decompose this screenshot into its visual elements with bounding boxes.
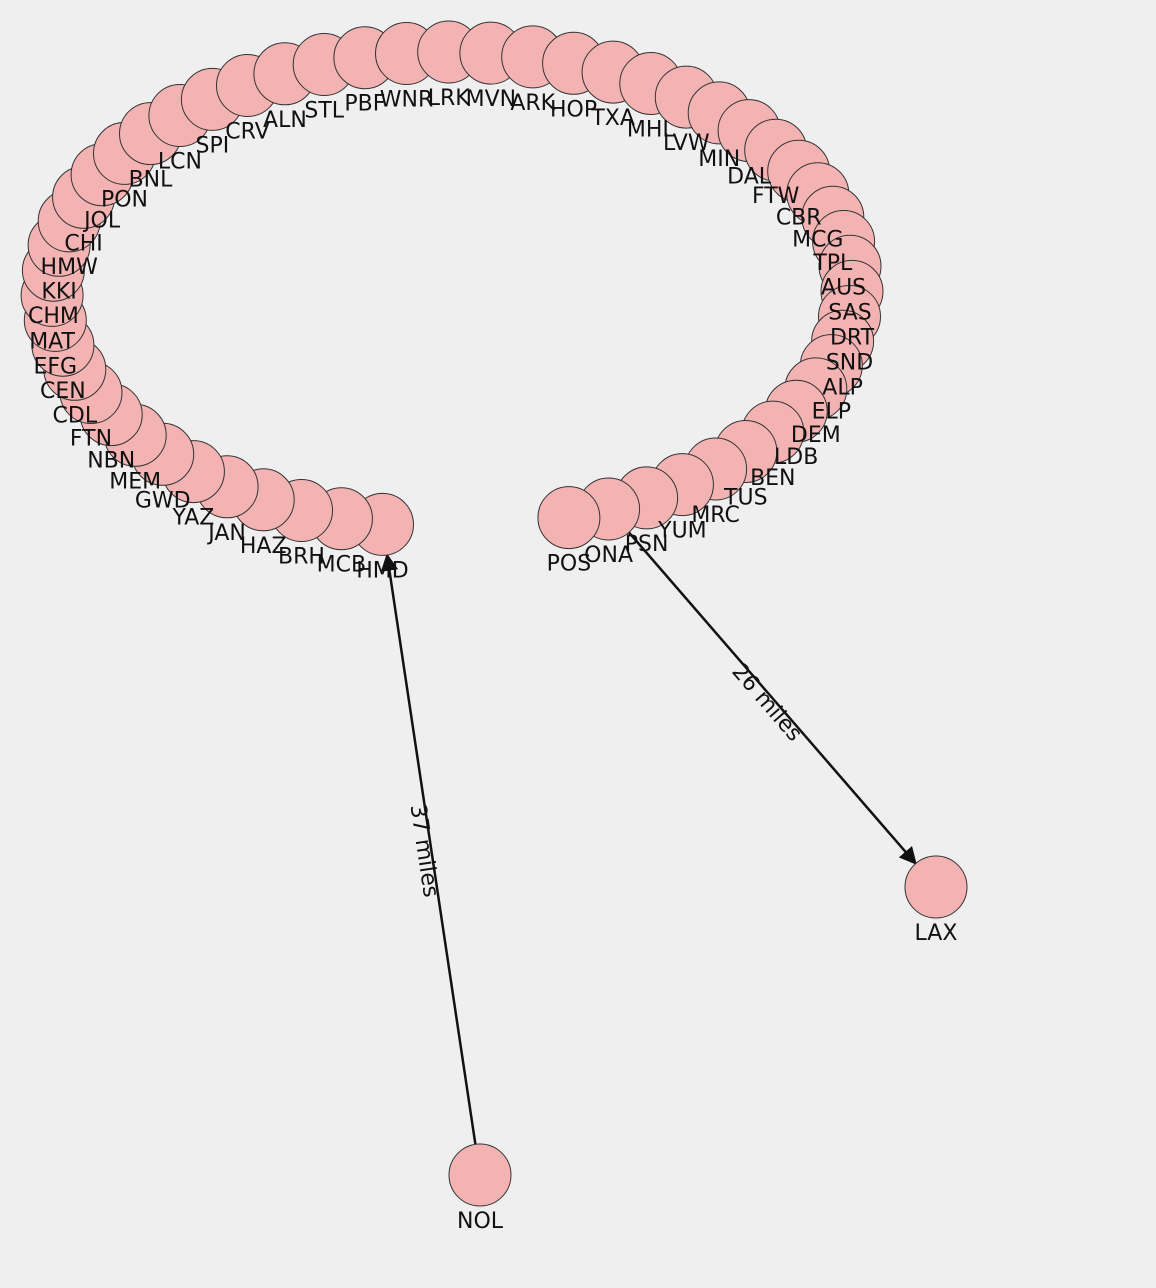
nodes-layer bbox=[20, 20, 968, 1207]
edge-nol-hmd[interactable] bbox=[380, 553, 477, 1145]
node-label-hmw: HMW bbox=[41, 255, 99, 280]
node-label-ftn: FTN bbox=[70, 427, 112, 452]
node-label-haz: HAZ bbox=[240, 534, 287, 559]
node-label-stl: STL bbox=[304, 99, 344, 124]
node-label-crv: CRV bbox=[225, 120, 270, 145]
node-label-chm: CHM bbox=[28, 304, 79, 329]
node-label-ben: BEN bbox=[750, 466, 795, 491]
node-label-psn: PSN bbox=[625, 532, 669, 557]
node-label-aln: ALN bbox=[263, 108, 307, 133]
node-label-mvn: MVN bbox=[466, 87, 517, 112]
node-label-nol: NOL bbox=[457, 1209, 504, 1234]
node-label-tus: TUS bbox=[723, 486, 768, 511]
node-label-mhl: MHL bbox=[627, 118, 676, 143]
node-label-tpl: TPL bbox=[812, 251, 853, 276]
edge-label-nol-hmd: 37 miles bbox=[405, 803, 444, 899]
node-label-kki: KKI bbox=[41, 279, 76, 304]
node-label-min: MIN bbox=[698, 147, 740, 172]
node-label-elp: ELP bbox=[812, 400, 851, 425]
node-label-hop: HOP bbox=[550, 97, 597, 122]
node-nol[interactable] bbox=[448, 1143, 512, 1207]
node-label-aus: AUS bbox=[821, 276, 866, 301]
node-lax[interactable] bbox=[904, 855, 968, 919]
node-label-spi: SPI bbox=[196, 133, 230, 158]
node-label-cbr: CBR bbox=[776, 205, 822, 230]
node-label-jol: JOL bbox=[82, 209, 121, 234]
edges-layer bbox=[380, 531, 917, 1145]
node-label-alp: ALP bbox=[822, 375, 863, 400]
node-label-mrc: MRC bbox=[691, 503, 740, 528]
node-label-yaz: YAZ bbox=[171, 506, 214, 531]
node-label-lcn: LCN bbox=[158, 150, 202, 175]
node-label-dal: DAL bbox=[727, 165, 772, 190]
node-label-pos: POS bbox=[547, 552, 592, 577]
node-label-chi: CHI bbox=[64, 231, 102, 256]
node-label-pbf: PBF bbox=[344, 92, 385, 117]
node-label-lvw: LVW bbox=[663, 131, 710, 156]
edge-ona-lax[interactable] bbox=[627, 531, 917, 865]
node-label-ark: ARK bbox=[510, 91, 555, 116]
node-label-bnl: BNL bbox=[129, 168, 174, 193]
node-label-lrk: LRK bbox=[428, 86, 471, 111]
node-label-dem: DEM bbox=[791, 423, 841, 448]
node-label-txa: TXA bbox=[590, 106, 635, 131]
node-label-ftw: FTW bbox=[752, 184, 800, 209]
node-label-drt: DRT bbox=[830, 325, 875, 350]
node-label-mat: MAT bbox=[29, 329, 75, 354]
node-label-pon: PON bbox=[101, 187, 148, 212]
node-label-mcb: MCB bbox=[317, 553, 366, 578]
node-labels-layer: HMDMCBBRHHAZJANYAZGWDMEMNBNFTNCDLCENEFGM… bbox=[28, 86, 957, 1234]
node-label-cen: CEN bbox=[40, 379, 86, 404]
node-label-gwd: GWD bbox=[135, 488, 191, 513]
node-label-brh: BRH bbox=[278, 545, 325, 570]
node-label-sas: SAS bbox=[828, 300, 871, 325]
node-label-cdl: CDL bbox=[53, 403, 98, 428]
node-label-nbn: NBN bbox=[87, 449, 135, 474]
edge-labels-layer: 37 miles 26 miles bbox=[405, 659, 807, 899]
edge-label-ona-lax: 26 miles bbox=[727, 659, 807, 746]
node-label-mem: MEM bbox=[109, 469, 161, 494]
node-label-efg: EFG bbox=[33, 354, 77, 379]
node-label-jan: JAN bbox=[206, 521, 246, 546]
node-label-snd: SND bbox=[826, 351, 873, 376]
node-label-mcg: MCG bbox=[792, 228, 843, 253]
node-label-hmd: HMD bbox=[356, 558, 408, 583]
node-pos[interactable] bbox=[537, 486, 601, 550]
node-label-ona: ONA bbox=[584, 543, 633, 568]
node-label-yum: YUM bbox=[657, 519, 707, 544]
node-label-wnr: WNR bbox=[380, 88, 434, 113]
node-label-lax: LAX bbox=[915, 921, 958, 946]
node-label-ldb: LDB bbox=[774, 445, 818, 470]
